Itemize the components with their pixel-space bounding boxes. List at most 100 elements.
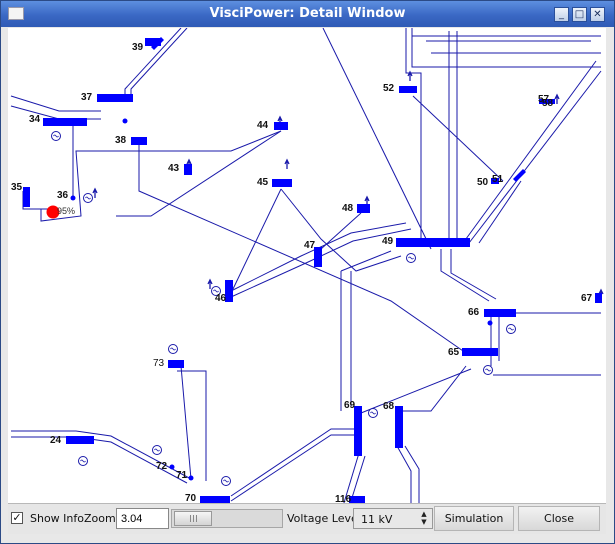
transmission-line (138, 141, 467, 354)
node-dot (169, 464, 175, 470)
load-arrow-icon (92, 187, 98, 198)
transmission-line (130, 28, 188, 96)
generator-icon (508, 327, 514, 331)
minimize-button[interactable]: _ (554, 7, 569, 22)
transmission-line (10, 105, 101, 120)
transmission-line (440, 249, 490, 302)
bus-label-34: 34 (29, 114, 41, 125)
maximize-button[interactable]: □ (572, 7, 587, 22)
node-dot (487, 320, 493, 326)
transmission-line (468, 70, 602, 244)
transmission-line (230, 228, 412, 298)
transmission-line (230, 428, 356, 497)
zoom-slider-thumb[interactable] (174, 511, 212, 526)
load-arrow-icon (554, 93, 560, 104)
overload-percent-label: 95% (57, 206, 75, 216)
generator-icon (213, 289, 219, 293)
bus-label-24: 24 (50, 435, 62, 446)
transmission-line (230, 434, 356, 502)
bus-label-58: 58 (542, 98, 554, 109)
transmission-line (320, 212, 362, 250)
bus-bar (184, 164, 192, 175)
bus-bar (354, 406, 362, 456)
generator-icon (80, 459, 86, 463)
bus-bar (23, 187, 30, 207)
spinner-arrows-icon[interactable]: ▲▼ (421, 510, 427, 526)
transmission-line (230, 222, 407, 292)
bus-label-48: 48 (342, 203, 354, 214)
bus-label-66: 66 (468, 307, 480, 318)
bus-label-47: 47 (304, 240, 316, 251)
bus-label-43: 43 (168, 163, 180, 174)
bus-bar (168, 360, 184, 368)
overload-indicator (46, 205, 60, 219)
bus-label-72: 72 (156, 461, 168, 472)
generator-icon (53, 134, 59, 138)
bus-bar (314, 247, 322, 267)
bus-label-67: 67 (581, 293, 593, 304)
zoom-slider[interactable] (171, 509, 283, 528)
simulation-button[interactable]: Simulation (434, 506, 514, 531)
bus-label-51: 51 (492, 174, 504, 185)
transmission-line (450, 249, 497, 300)
transmission-line (401, 365, 467, 412)
bus-bar (491, 178, 499, 184)
bus-bar (145, 38, 161, 46)
bus-bar (274, 122, 288, 130)
transmission-line (462, 60, 597, 244)
bus-label-116: 116 (335, 494, 352, 503)
title-bar[interactable]: VisciPower: Detail Window _ □ ✕ (1, 1, 614, 27)
voltage-level-select[interactable]: 11 kV ▲▼ (353, 508, 433, 529)
transmission-line (412, 95, 504, 182)
transmission-line (232, 188, 282, 290)
transmission-line (40, 130, 282, 222)
node-dot (122, 118, 128, 124)
bus-label-39: 39 (132, 42, 144, 53)
bus-label-70: 70 (185, 493, 197, 503)
bus-bar (97, 94, 133, 102)
bus-bar (131, 137, 147, 145)
bus-label-52: 52 (383, 83, 395, 94)
transmission-line (343, 452, 360, 503)
transmission-line (396, 445, 412, 503)
transmission-line (11, 436, 188, 484)
bus-label-36: 36 (57, 190, 69, 201)
voltage-level-value: 11 kV (361, 513, 393, 526)
voltage-level-label: Voltage Level (287, 512, 361, 525)
bus-bar (513, 169, 526, 182)
bus-label-71: 71 (176, 470, 188, 481)
bus-bar (43, 118, 87, 126)
bus-label-38: 38 (115, 135, 127, 146)
transmission-line (405, 28, 422, 241)
status-bar: ✓ Show Info Zoom: Voltage Level 11 kV ▲▼… (8, 503, 606, 534)
transmission-line (124, 28, 182, 96)
zoom-input[interactable] (116, 508, 169, 529)
bus-label-73: 73 (153, 358, 165, 369)
window-menu-icon[interactable] (8, 7, 24, 20)
bus-label-45: 45 (257, 177, 269, 188)
bus-bar (349, 496, 365, 503)
bus-bar (462, 348, 498, 356)
load-arrow-icon (207, 278, 213, 289)
transmission-line (322, 28, 432, 250)
transmission-line (116, 130, 282, 217)
node-dot (188, 475, 194, 481)
bus-bar (484, 309, 516, 317)
bus-bar (395, 406, 403, 448)
generator-icon (154, 448, 160, 452)
bus-label-46: 46 (215, 293, 227, 304)
close-button[interactable]: Close (518, 506, 600, 531)
generator-icon (485, 368, 491, 372)
transmission-line (11, 430, 192, 480)
bus-label-35: 35 (11, 182, 23, 193)
bus-bar (357, 204, 370, 213)
bus-bar (151, 37, 164, 50)
bus-bar (595, 293, 602, 303)
bus-label-50: 50 (477, 177, 489, 188)
close-window-button[interactable]: ✕ (590, 7, 605, 22)
show-info-checkbox[interactable]: ✓ (11, 511, 23, 524)
bus-bar (539, 99, 555, 104)
transmission-line (280, 188, 402, 272)
